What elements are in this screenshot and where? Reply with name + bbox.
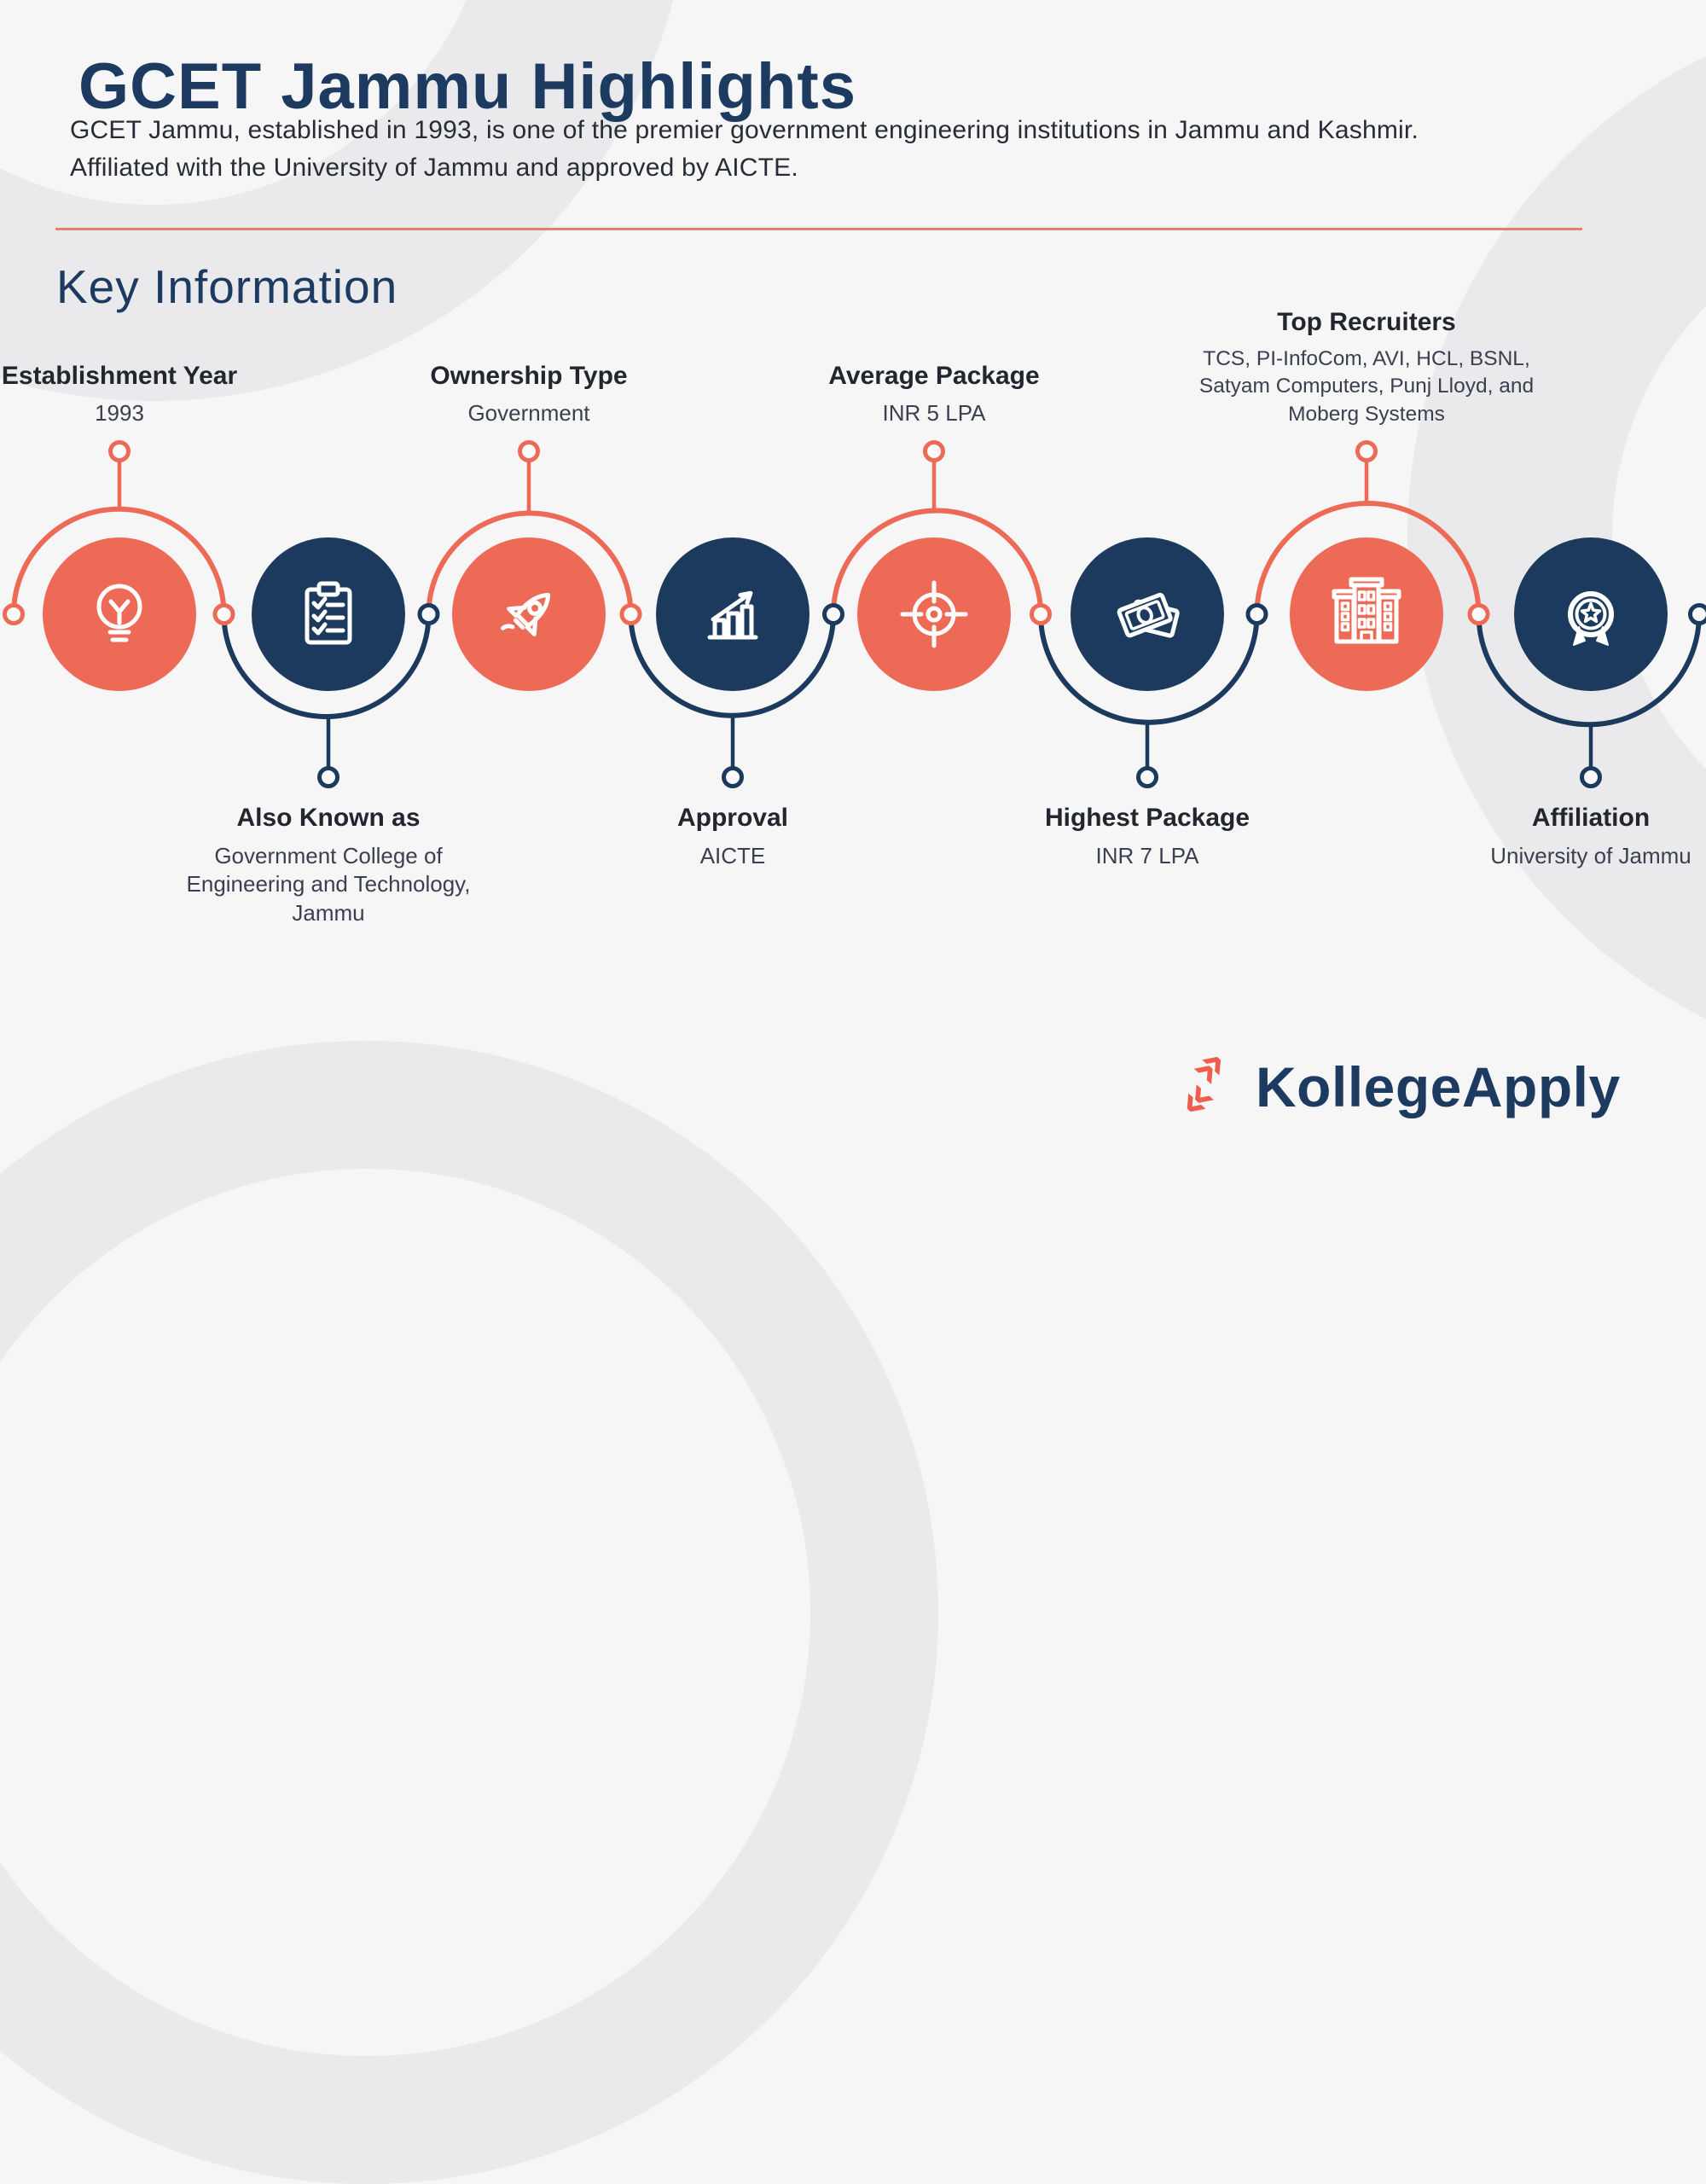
stem-ring-item-8	[1582, 769, 1600, 787]
stem-ring-item-7	[1358, 443, 1376, 461]
brand-chevrons-icon: » »	[1181, 1048, 1256, 1126]
junction-ring-3	[622, 606, 640, 624]
circle-affiliation	[1514, 537, 1668, 691]
award-medal-icon	[1570, 594, 1611, 645]
junction-ring-4	[825, 606, 843, 624]
infographic: GCET Jammu Highlights GCET Jammu, establ…	[0, 0, 1706, 1206]
stem-ring-item-2	[320, 769, 338, 787]
junction-ring-8	[1691, 606, 1706, 624]
decorative-ring-bottom-left	[0, 1041, 938, 2184]
brand-logo: » » KollegeApply	[1181, 1048, 1621, 1126]
stem-ring-item-3	[520, 443, 538, 461]
stem-ring-item-6	[1139, 769, 1157, 787]
junction-ring-7	[1470, 606, 1488, 624]
junction-ring-0	[5, 606, 23, 624]
brand-name: KollegeApply	[1256, 1054, 1621, 1119]
page: { "header": { "title": "GCET Jammu Highl…	[0, 0, 1706, 1206]
stem-ring-item-1	[111, 443, 129, 461]
junction-ring-5	[1032, 606, 1050, 624]
junction-ring-1	[215, 606, 233, 624]
stem-ring-item-5	[926, 443, 943, 461]
junction-ring-6	[1248, 606, 1266, 624]
circle-also-known-as	[252, 537, 405, 691]
circle-average-package	[857, 537, 1011, 691]
junction-ring-2	[420, 606, 438, 624]
timeline-graphic	[0, 0, 1706, 1206]
circle-ownership-type	[452, 537, 606, 691]
stem-ring-item-4	[724, 769, 742, 787]
